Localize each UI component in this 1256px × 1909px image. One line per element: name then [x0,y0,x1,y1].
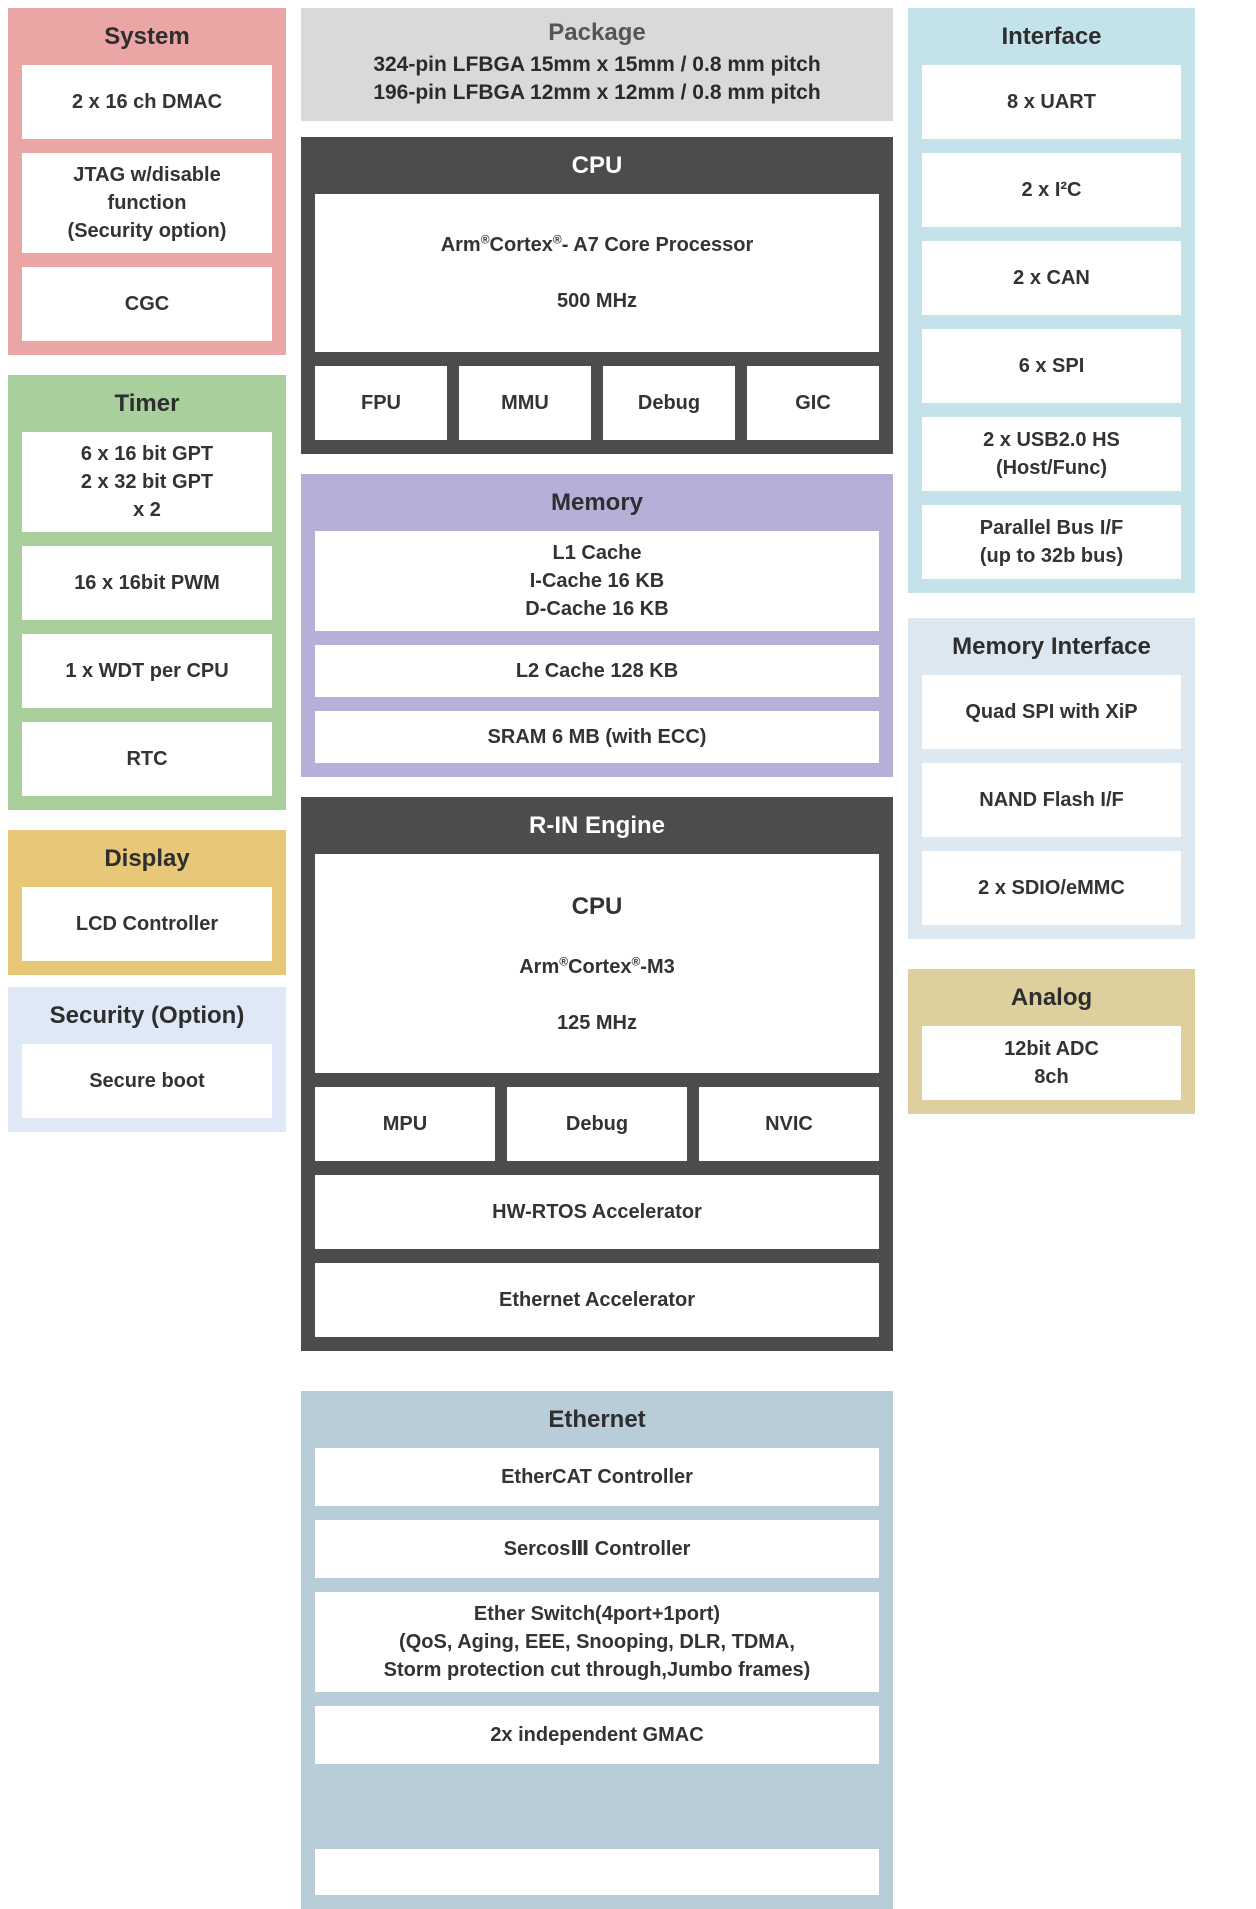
package-block: Package 324-pin LFBGA 15mm x 15mm / 0.8 … [301,8,893,121]
i2c-box: 2 x I²C [922,153,1181,227]
dmac-box: 2 x 16 ch DMAC [22,65,272,139]
cpu-subblocks-row: FPU MMU Debug GIC [315,365,879,440]
cpu-core-frequency: 500 MHz [556,289,638,312]
mpu-box: MPU [315,1087,495,1162]
l1-cache-box: L1 Cache I-Cache 16 KB D-Cache 16 KB [315,530,879,631]
cpu-block: CPU Arm®Cortex®- A7 Core Processor 500 M… [301,136,893,454]
partial-box [315,1849,879,1896]
left-column: System 2 x 16 ch DMAC JTAG w/disable fun… [8,8,286,1909]
cpu-title: CPU [571,151,623,179]
analog-block: Analog 12bit ADC 8ch [908,969,1195,1114]
ethernet-title: Ethernet [548,1406,646,1434]
nand-flash-box: NAND Flash I/F [922,763,1181,837]
gpt-box: 6 x 16 bit GPT 2 x 32 bit GPT x 2 [22,432,272,532]
pwm-box: 16 x 16bit PWM [22,546,272,620]
security-block: Security (Option) Secure boot [8,987,286,1132]
memory-interface-title: Memory Interface [952,633,1151,660]
hw-rtos-accelerator-box: HW-RTOS Accelerator [315,1175,879,1250]
debug-box: Debug [603,365,735,440]
adc-box: 12bit ADC 8ch [922,1026,1181,1100]
wdt-box: 1 x WDT per CPU [22,634,272,708]
parallel-bus-box: Parallel Bus I/F (up to 32b bus) [922,505,1181,579]
registered-mark: ® [559,954,569,969]
package-line: 324-pin LFBGA 15mm x 15mm / 0.8 mm pitch [373,53,821,76]
timer-block: Timer 6 x 16 bit GPT 2 x 32 bit GPT x 2 … [8,375,286,810]
secure-boot-box: Secure boot [22,1044,272,1118]
rin-engine-block: R-IN Engine CPU Arm®Cortex®-M3 125 MHz M… [301,796,893,1352]
cpu-core-name: Arm®Cortex®- A7 Core Processor [440,232,754,256]
rin-cpu-box: CPU Arm®Cortex®-M3 125 MHz [315,853,879,1074]
sercos-controller-box: SercosⅢ Controller [315,1520,879,1579]
rin-core-frequency: 125 MHz [556,1012,637,1035]
jtag-box: JTAG w/disable function (Security option… [22,153,272,253]
display-title: Display [104,845,190,872]
memory-title: Memory [550,488,644,516]
uart-box: 8 x UART [922,65,1181,139]
security-title: Security (Option) [49,1002,245,1029]
cgc-box: CGC [22,267,272,341]
middle-column: Package 324-pin LFBGA 15mm x 15mm / 0.8 … [301,8,893,1909]
gmac-box: 2x independent GMAC [315,1706,879,1765]
can-box: 2 x CAN [922,241,1181,315]
package-title: Package [548,19,646,46]
cpu-core-box: Arm®Cortex®- A7 Core Processor 500 MHz [315,193,879,352]
registered-mark: ® [480,232,490,247]
fpu-box: FPU [315,365,447,440]
memory-block: Memory L1 Cache I-Cache 16 KB D-Cache 16… [301,473,893,777]
lcd-controller-box: LCD Controller [22,887,272,961]
sram-box: SRAM 6 MB (with ECC) [315,710,879,763]
spi-box: 6 x SPI [922,329,1181,403]
ethernet-accelerator-box: Ethernet Accelerator [315,1263,879,1338]
timer-title: Timer [114,390,180,417]
l2-cache-box: L2 Cache 128 KB [315,644,879,697]
ethernet-block: Ethernet EtherCAT Controller SercosⅢ Con… [301,1391,893,1909]
ethercat-controller-box: EtherCAT Controller [315,1448,879,1507]
display-block: Display LCD Controller [8,830,286,975]
package-line: 196-pin LFBGA 12mm x 12mm / 0.8 mm pitch [373,81,821,105]
nvic-box: NVIC [699,1087,879,1162]
rin-cpu-title: CPU [571,892,623,920]
rin-debug-box: Debug [507,1087,687,1162]
system-title: System [104,23,190,50]
rin-subblocks-row: MPU Debug NVIC [315,1087,879,1162]
usb-box: 2 x USB2.0 HS (Host/Func) [922,417,1181,491]
mmu-box: MMU [459,365,591,440]
interface-title: Interface [1001,23,1102,50]
registered-mark: ® [631,954,641,969]
system-block: System 2 x 16 ch DMAC JTAG w/disable fun… [8,8,286,355]
quad-spi-box: Quad SPI with XiP [922,675,1181,749]
memory-interface-block: Memory Interface Quad SPI with XiP NAND … [908,618,1195,939]
sdio-emmc-box: 2 x SDIO/eMMC [922,851,1181,925]
analog-title: Analog [1010,984,1093,1011]
rtc-box: RTC [22,722,272,796]
gic-box: GIC [747,365,879,440]
ether-switch-box: Ether Switch(4port+1port) (QoS, Aging, E… [315,1592,879,1693]
right-column: Interface 8 x UART 2 x I²C 2 x CAN 6 x S… [908,8,1195,1909]
rin-engine-title: R-IN Engine [529,811,665,839]
rin-core-name: Arm®Cortex®-M3 [519,954,675,979]
registered-mark: ® [552,232,562,247]
interface-block: Interface 8 x UART 2 x I²C 2 x CAN 6 x S… [908,8,1195,593]
